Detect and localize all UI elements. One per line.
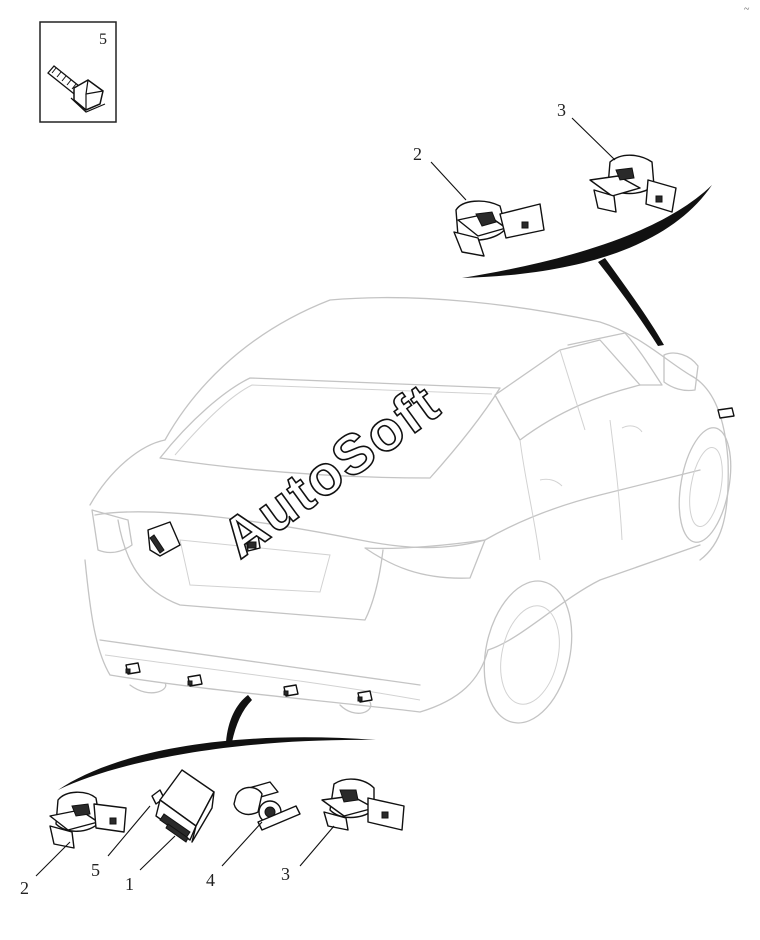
bolt-icon bbox=[47, 65, 106, 113]
bumper-sensor-icon bbox=[187, 674, 203, 687]
sensor-3-icon bbox=[321, 778, 405, 831]
sensor-2-icon bbox=[49, 791, 127, 849]
callout-3-top: 3 bbox=[557, 100, 566, 120]
bumper-sensor-icon bbox=[125, 662, 141, 675]
sensor-2-icon bbox=[453, 200, 545, 257]
module-1-icon bbox=[155, 769, 215, 843]
vehicle-outline bbox=[84, 296, 732, 724]
leader-line bbox=[299, 825, 335, 867]
top-callout-arc bbox=[462, 185, 712, 346]
sensor-3-icon bbox=[589, 154, 677, 213]
leader-line bbox=[35, 841, 71, 877]
leader-line bbox=[571, 117, 616, 161]
callout-1-bottom: 1 bbox=[125, 874, 134, 894]
leader-line bbox=[107, 805, 151, 857]
bumper-sensor-icon bbox=[283, 684, 299, 697]
callout-2-top: 2 bbox=[413, 144, 422, 164]
control-module-icon bbox=[147, 521, 181, 557]
bottom-callout-arc bbox=[58, 695, 376, 790]
leader-line bbox=[139, 835, 176, 871]
callout-5-bottom: 5 bbox=[91, 860, 100, 880]
watermark-text: AutoSoft bbox=[210, 370, 451, 569]
mounted-sensors bbox=[125, 407, 735, 703]
leader-line bbox=[221, 821, 263, 867]
inset-number: 5 bbox=[99, 31, 107, 48]
bolt-inset: 5 bbox=[39, 21, 117, 123]
trunk-connector-icon bbox=[245, 534, 261, 552]
callout-2-bottom: 2 bbox=[20, 878, 29, 898]
connector-4-icon bbox=[233, 781, 301, 831]
callout-3-bottom: 3 bbox=[281, 864, 290, 884]
front-sensor-icon bbox=[717, 407, 735, 419]
corner-mark: ~ bbox=[744, 4, 750, 15]
leader-line bbox=[430, 161, 467, 201]
bumper-sensor-icon bbox=[357, 690, 373, 703]
callout-4-bottom: 4 bbox=[206, 870, 215, 890]
